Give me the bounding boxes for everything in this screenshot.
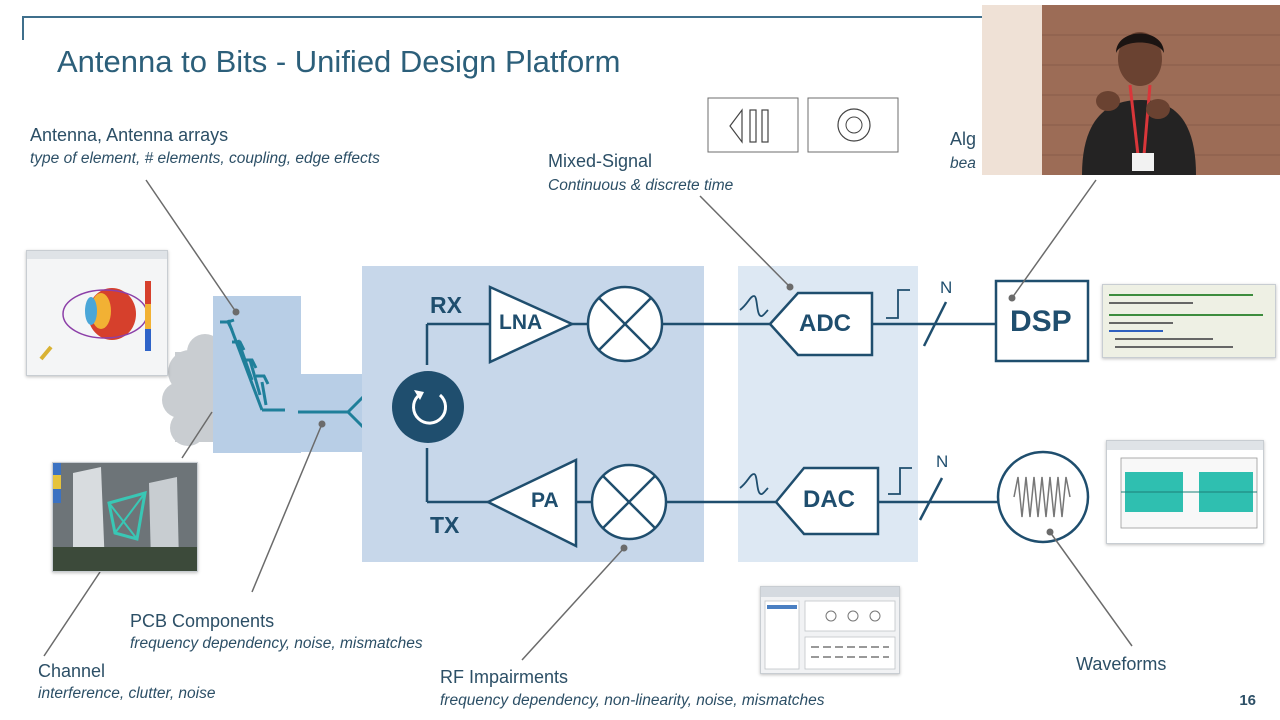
top-border (22, 16, 982, 18)
rx-label: RX (430, 292, 462, 318)
rx-mixer-icon (586, 285, 664, 363)
speaker-video-frame (982, 5, 1280, 175)
waveform-icon (996, 450, 1090, 544)
pa-label: PA (531, 489, 559, 512)
channel-scene-thumbnail (52, 462, 198, 572)
waveforms-title: Waveforms (1076, 654, 1167, 674)
lna-label: LNA (499, 311, 543, 334)
analog-signal-icon (739, 473, 769, 495)
lna-amplifier (488, 285, 576, 364)
page-title: Antenna to Bits - Unified Design Platfor… (57, 44, 621, 79)
channel-title: Channel (38, 661, 106, 681)
adc-architectures-thumbnail (706, 96, 900, 160)
dac-label: DAC (803, 486, 855, 513)
channel-subtitle: interference, clutter, noise (38, 685, 216, 702)
pa-amplifier (485, 458, 578, 549)
antenna-title: Antenna, Antenna arrays (30, 125, 229, 145)
tx-label: TX (430, 512, 460, 538)
mixed-signal-title: Mixed-Signal (548, 151, 653, 171)
rf-impairments-title: RF Impairments (440, 667, 569, 687)
algorithm-subtitle: bea (950, 155, 976, 172)
n-top-label: N (940, 278, 953, 297)
rf-impairments-subtitle: frequency dependency, non-linearity, noi… (440, 692, 825, 709)
adc-block (768, 291, 874, 357)
digital-step-icon (888, 467, 912, 495)
left-border (22, 16, 24, 40)
rf-budget-app-thumbnail (760, 586, 900, 674)
dsp-label: DSP (1010, 305, 1072, 338)
mixed-signal-subtitle: Continuous & discrete time (548, 177, 734, 194)
antenna-pattern-thumbnail (26, 250, 168, 376)
pcb-title: PCB Components (130, 611, 275, 631)
speaker-video-overlay (982, 5, 1280, 175)
code-editor-thumbnail (1102, 284, 1276, 358)
analog-signal-icon (739, 295, 769, 317)
dac-block (774, 466, 880, 536)
adc-label: ADC (799, 310, 851, 337)
antenna-array-icon (220, 318, 285, 412)
algorithm-title: Alg (950, 129, 977, 149)
waveform-plot-thumbnail (1106, 440, 1264, 544)
page-number: 16 (1239, 692, 1256, 709)
circulator-icon (392, 371, 464, 443)
digital-step-icon (886, 289, 910, 319)
dsp-block (994, 279, 1090, 363)
pcb-subtitle: frequency dependency, noise, mismatches (130, 635, 423, 652)
n-bottom-label: N (936, 452, 949, 471)
antenna-subtitle: type of element, # elements, coupling, e… (30, 150, 380, 167)
tx-mixer-icon (590, 463, 668, 541)
